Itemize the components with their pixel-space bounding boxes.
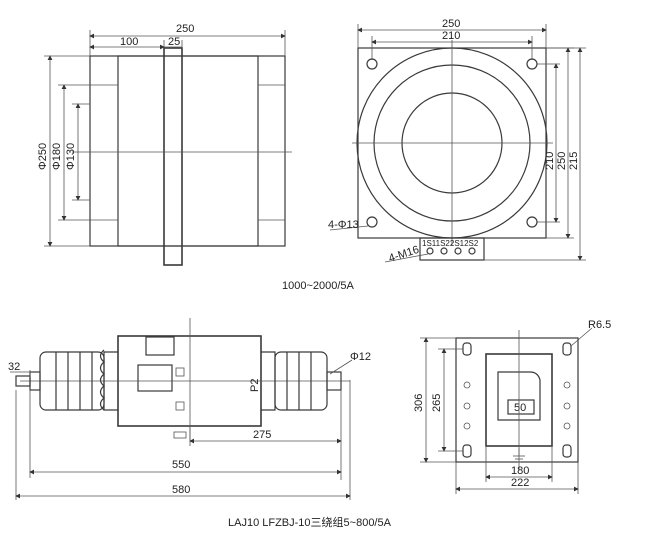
terminal-box bbox=[419, 237, 485, 261]
left-bushing bbox=[15, 349, 118, 411]
mount-hole-bl bbox=[366, 216, 378, 228]
bottom-right-end-view: 50 R6.5 306 265 bbox=[413, 319, 611, 494]
terminal-2s2 bbox=[468, 247, 476, 255]
ct-body-outline bbox=[89, 55, 286, 247]
dim-275: 275 bbox=[253, 429, 271, 441]
dim-radius: R6.5 bbox=[588, 319, 611, 331]
mount-hole-br bbox=[526, 216, 538, 228]
mount-hole-tr bbox=[526, 58, 538, 70]
dim-180: 180 bbox=[511, 465, 529, 477]
terminal-housing bbox=[497, 371, 541, 421]
top-right-front-view: 1S11S22S12S2 250 210 210 250 215 4-Φ13 4… bbox=[328, 18, 586, 265]
dim-v-250: 250 bbox=[556, 152, 568, 170]
dim-580: 580 bbox=[172, 484, 190, 496]
dim-v-210: 210 bbox=[544, 152, 556, 170]
caption-bottom: LAJ10 LFZBJ-10三绕组5~800/5A bbox=[228, 515, 392, 529]
hole-label: 4-Φ13 bbox=[328, 219, 359, 231]
slot-tr bbox=[562, 342, 572, 356]
busbar-flange bbox=[163, 47, 183, 266]
terminal-2s1 bbox=[454, 247, 462, 255]
caption-top: 1000~2000/5A bbox=[282, 280, 355, 292]
bolt-label: 4-M16 bbox=[387, 244, 420, 265]
terminal-p2: P2 bbox=[249, 379, 261, 392]
dim-hole-spacing: 210 bbox=[442, 30, 460, 42]
terminal-labels: 1S11S22S12S2 bbox=[422, 239, 479, 248]
bolt-upper bbox=[175, 367, 185, 377]
dim-222: 222 bbox=[511, 477, 529, 489]
ct-core bbox=[117, 55, 259, 247]
nameplate-window bbox=[137, 364, 173, 392]
dim-terminal: 32 bbox=[8, 361, 20, 373]
dia-inner: Φ130 bbox=[65, 143, 77, 170]
dim-left: 100 bbox=[120, 36, 138, 48]
bolt-lower bbox=[175, 401, 185, 411]
terminal-1s1 bbox=[426, 247, 434, 255]
dim-v-215: 215 bbox=[568, 152, 580, 170]
terminal-1s2 bbox=[440, 247, 448, 255]
slot-br bbox=[562, 444, 572, 458]
top-left-side-view: 250 100 25 Φ250 Φ180 Φ130 bbox=[37, 23, 292, 266]
dim-265: 265 bbox=[431, 394, 443, 412]
nameplate-text: 50 bbox=[514, 402, 526, 414]
dia-outer: Φ250 bbox=[37, 143, 49, 170]
terminal-cover bbox=[145, 336, 175, 356]
bottom-left-side-view: P2 32 Φ12 275 550 bbox=[8, 318, 371, 500]
dim-width: 250 bbox=[442, 18, 460, 30]
mount-hole-tl bbox=[366, 58, 378, 70]
dia-mid: Φ180 bbox=[51, 143, 63, 170]
right-bushing bbox=[261, 351, 342, 411]
slot-bl bbox=[462, 444, 472, 458]
nameplate-50 bbox=[507, 399, 535, 415]
dim-overall-width: 250 bbox=[176, 23, 194, 35]
dim-bolt: Φ12 bbox=[350, 351, 371, 363]
dim-306: 306 bbox=[413, 394, 425, 412]
ground-icon bbox=[513, 448, 525, 463]
dim-550: 550 bbox=[172, 459, 190, 471]
slot-tl bbox=[462, 342, 472, 356]
dim-flange: 25 bbox=[168, 36, 180, 48]
